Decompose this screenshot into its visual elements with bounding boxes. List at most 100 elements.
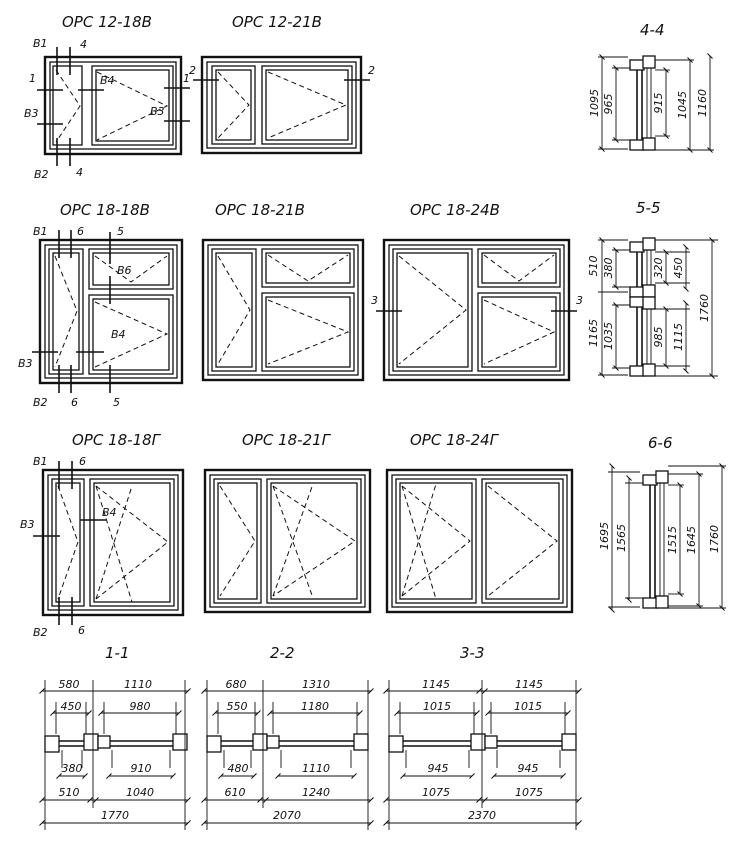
section-title: 5-5 [636, 199, 661, 217]
dimension-lines [609, 463, 725, 613]
window-title: ОРС 18-18Г [72, 431, 162, 449]
dimension-text: 1075 [422, 786, 450, 799]
dimension-lines [599, 237, 715, 379]
marker-label: 2 [189, 64, 196, 77]
marker-label: 6 [79, 455, 86, 468]
dimension-text: 510 [59, 786, 80, 799]
dimension-text: 1115 [672, 323, 685, 351]
marker-label: В1 [33, 455, 48, 468]
marker-label: В3 [18, 357, 33, 370]
dimension-text: 1240 [302, 786, 330, 799]
marker-label: 6 [78, 624, 85, 637]
dimension-text: 915 [652, 93, 665, 114]
section-drawing [388, 680, 577, 830]
section-title: 6-6 [648, 434, 673, 452]
window-elevation [203, 468, 372, 614]
dimension-text: 680 [226, 678, 247, 691]
window-elevation [201, 238, 365, 382]
marker-label: В4 [100, 74, 115, 87]
dimension-text: 1760 [708, 525, 721, 553]
dimension-text: 1035 [602, 322, 615, 350]
section-drawing [44, 680, 188, 830]
marker-label: 6 [71, 396, 78, 409]
dimension-text: 450 [61, 700, 82, 713]
dimension-text: 1040 [126, 786, 154, 799]
dimension-text: 450 [672, 258, 685, 279]
section-marks [32, 230, 111, 393]
marker-label: 1 [29, 72, 36, 85]
dimension-text: 965 [602, 94, 615, 115]
marker-label: В3 [24, 107, 39, 120]
section-title: 4-4 [640, 21, 665, 39]
dimension-text: 610 [225, 786, 246, 799]
window-elevation [41, 468, 185, 617]
dimension-text: 1310 [302, 678, 330, 691]
dimension-text: 550 [227, 700, 248, 713]
dimension-text: 1015 [423, 700, 451, 713]
section-marks [33, 461, 106, 625]
dimension-text: 1515 [666, 526, 679, 554]
window-title: ОРС 18-21Г [242, 431, 332, 449]
window-title: ОРС 18-18В [60, 201, 150, 219]
section-title: 3-3 [460, 644, 485, 662]
section-drawing [598, 237, 718, 377]
dimension-text: 1145 [515, 678, 543, 691]
dimension-text: 945 [428, 762, 449, 775]
marker-label: В2 [33, 626, 48, 639]
dimension-text: 380 [602, 258, 615, 279]
dimension-lines [599, 53, 713, 153]
dimension-text: 1180 [301, 700, 329, 713]
dimension-text: 945 [518, 762, 539, 775]
window-elevation [385, 468, 574, 614]
marker-label: В3 [150, 105, 165, 118]
window-title: ОРС 12-21В [232, 13, 322, 31]
dimension-text: 1110 [302, 762, 330, 775]
dimension-text: 1645 [685, 526, 698, 554]
dimension-text: 1110 [124, 678, 152, 691]
dimension-text: 480 [228, 762, 249, 775]
dimension-text: 1095 [588, 89, 601, 117]
dimension-text: 2070 [273, 809, 301, 822]
marker-label: В3 [20, 518, 35, 531]
dimension-text: 1695 [598, 522, 611, 550]
window-title: ОРС 12-18В [62, 13, 152, 31]
marker-label: В4 [102, 506, 117, 519]
marker-label: В2 [34, 168, 49, 181]
window-elevation [43, 55, 183, 156]
dimension-lines [39, 688, 191, 826]
dimension-text: 1075 [515, 786, 543, 799]
window-title: ОРС 18-21В [215, 201, 305, 219]
window-elevation [382, 238, 571, 382]
dimension-text: 2370 [468, 809, 496, 822]
dimension-text: 510 [587, 256, 600, 277]
window-title: ОРС 18-24В [410, 201, 500, 219]
section-marks [37, 47, 190, 166]
dimension-text: 1770 [101, 809, 129, 822]
marker-label: 3 [576, 294, 583, 307]
dimension-text: 580 [59, 678, 80, 691]
marker-label: 3 [371, 294, 378, 307]
dimension-text: 985 [652, 327, 665, 348]
dimension-text: 1045 [676, 91, 689, 119]
dimension-text: 1145 [422, 678, 450, 691]
marker-label: 6 [77, 225, 84, 238]
window-title: ОРС 18-24Г [410, 431, 500, 449]
marker-label: В1 [33, 37, 48, 50]
dimension-text: 320 [652, 258, 665, 279]
marker-label: 4 [76, 166, 83, 179]
marker-label: В4 [111, 328, 126, 341]
window-elevation [38, 238, 184, 385]
window-elevation [200, 55, 363, 155]
marker-label: 5 [117, 225, 124, 238]
section-title: 1-1 [105, 644, 130, 662]
section-title: 2-2 [270, 644, 295, 662]
marker-label: 4 [80, 38, 87, 51]
marker-label: В1 [33, 225, 48, 238]
dimension-text: 980 [130, 700, 151, 713]
dimension-text: 910 [131, 762, 152, 775]
marker-label: 5 [113, 396, 120, 409]
marker-label: В2 [33, 396, 48, 409]
marker-label: 2 [368, 64, 375, 77]
dimension-text: 1160 [696, 89, 709, 117]
